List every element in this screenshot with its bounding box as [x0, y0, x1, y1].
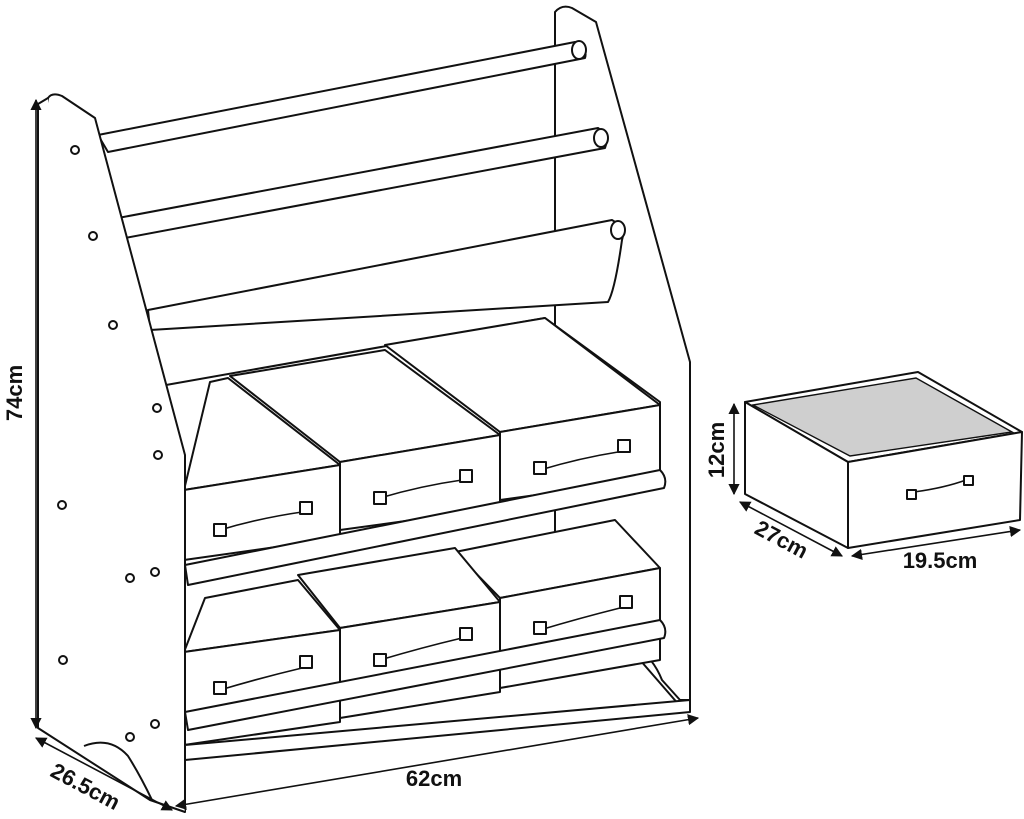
sling-bottom: [147, 219, 624, 331]
shelf-width-label: 62cm: [406, 766, 462, 791]
shelf-height-dimension: 74cm: [2, 98, 42, 730]
shelf-height-label: 74cm: [2, 365, 27, 421]
bin-handle-bracket-left: [906, 489, 917, 500]
shelf-width-dimension: 62cm: [174, 714, 700, 810]
bin-interior: [750, 377, 1015, 457]
rod-end-bottom: [610, 220, 626, 240]
middle-shelf-rod: [184, 469, 667, 586]
bookshelf-drawing: [37, 5, 691, 813]
sling-top: [97, 41, 587, 153]
bin-handle: [913, 479, 967, 493]
single-bin-drawing: [744, 371, 1023, 549]
bin-handle-bracket-right: [963, 475, 974, 486]
bottom-shelf-rod: [184, 619, 667, 731]
bin-upper-middle: [229, 349, 501, 531]
rod-end-top: [571, 40, 587, 60]
bin-width-label: 19.5cm: [903, 548, 978, 573]
bin-upper-right: [384, 317, 661, 501]
bin-upper-left: [183, 377, 341, 561]
rod-end-middle: [593, 128, 609, 148]
bin-height-dimension: 12cm: [704, 402, 740, 496]
bin-front-face: [847, 431, 1023, 549]
bin-height-label: 12cm: [704, 422, 729, 478]
sling-middle: [117, 127, 608, 239]
bin-width-dimension: 19.5cm: [850, 526, 1022, 573]
